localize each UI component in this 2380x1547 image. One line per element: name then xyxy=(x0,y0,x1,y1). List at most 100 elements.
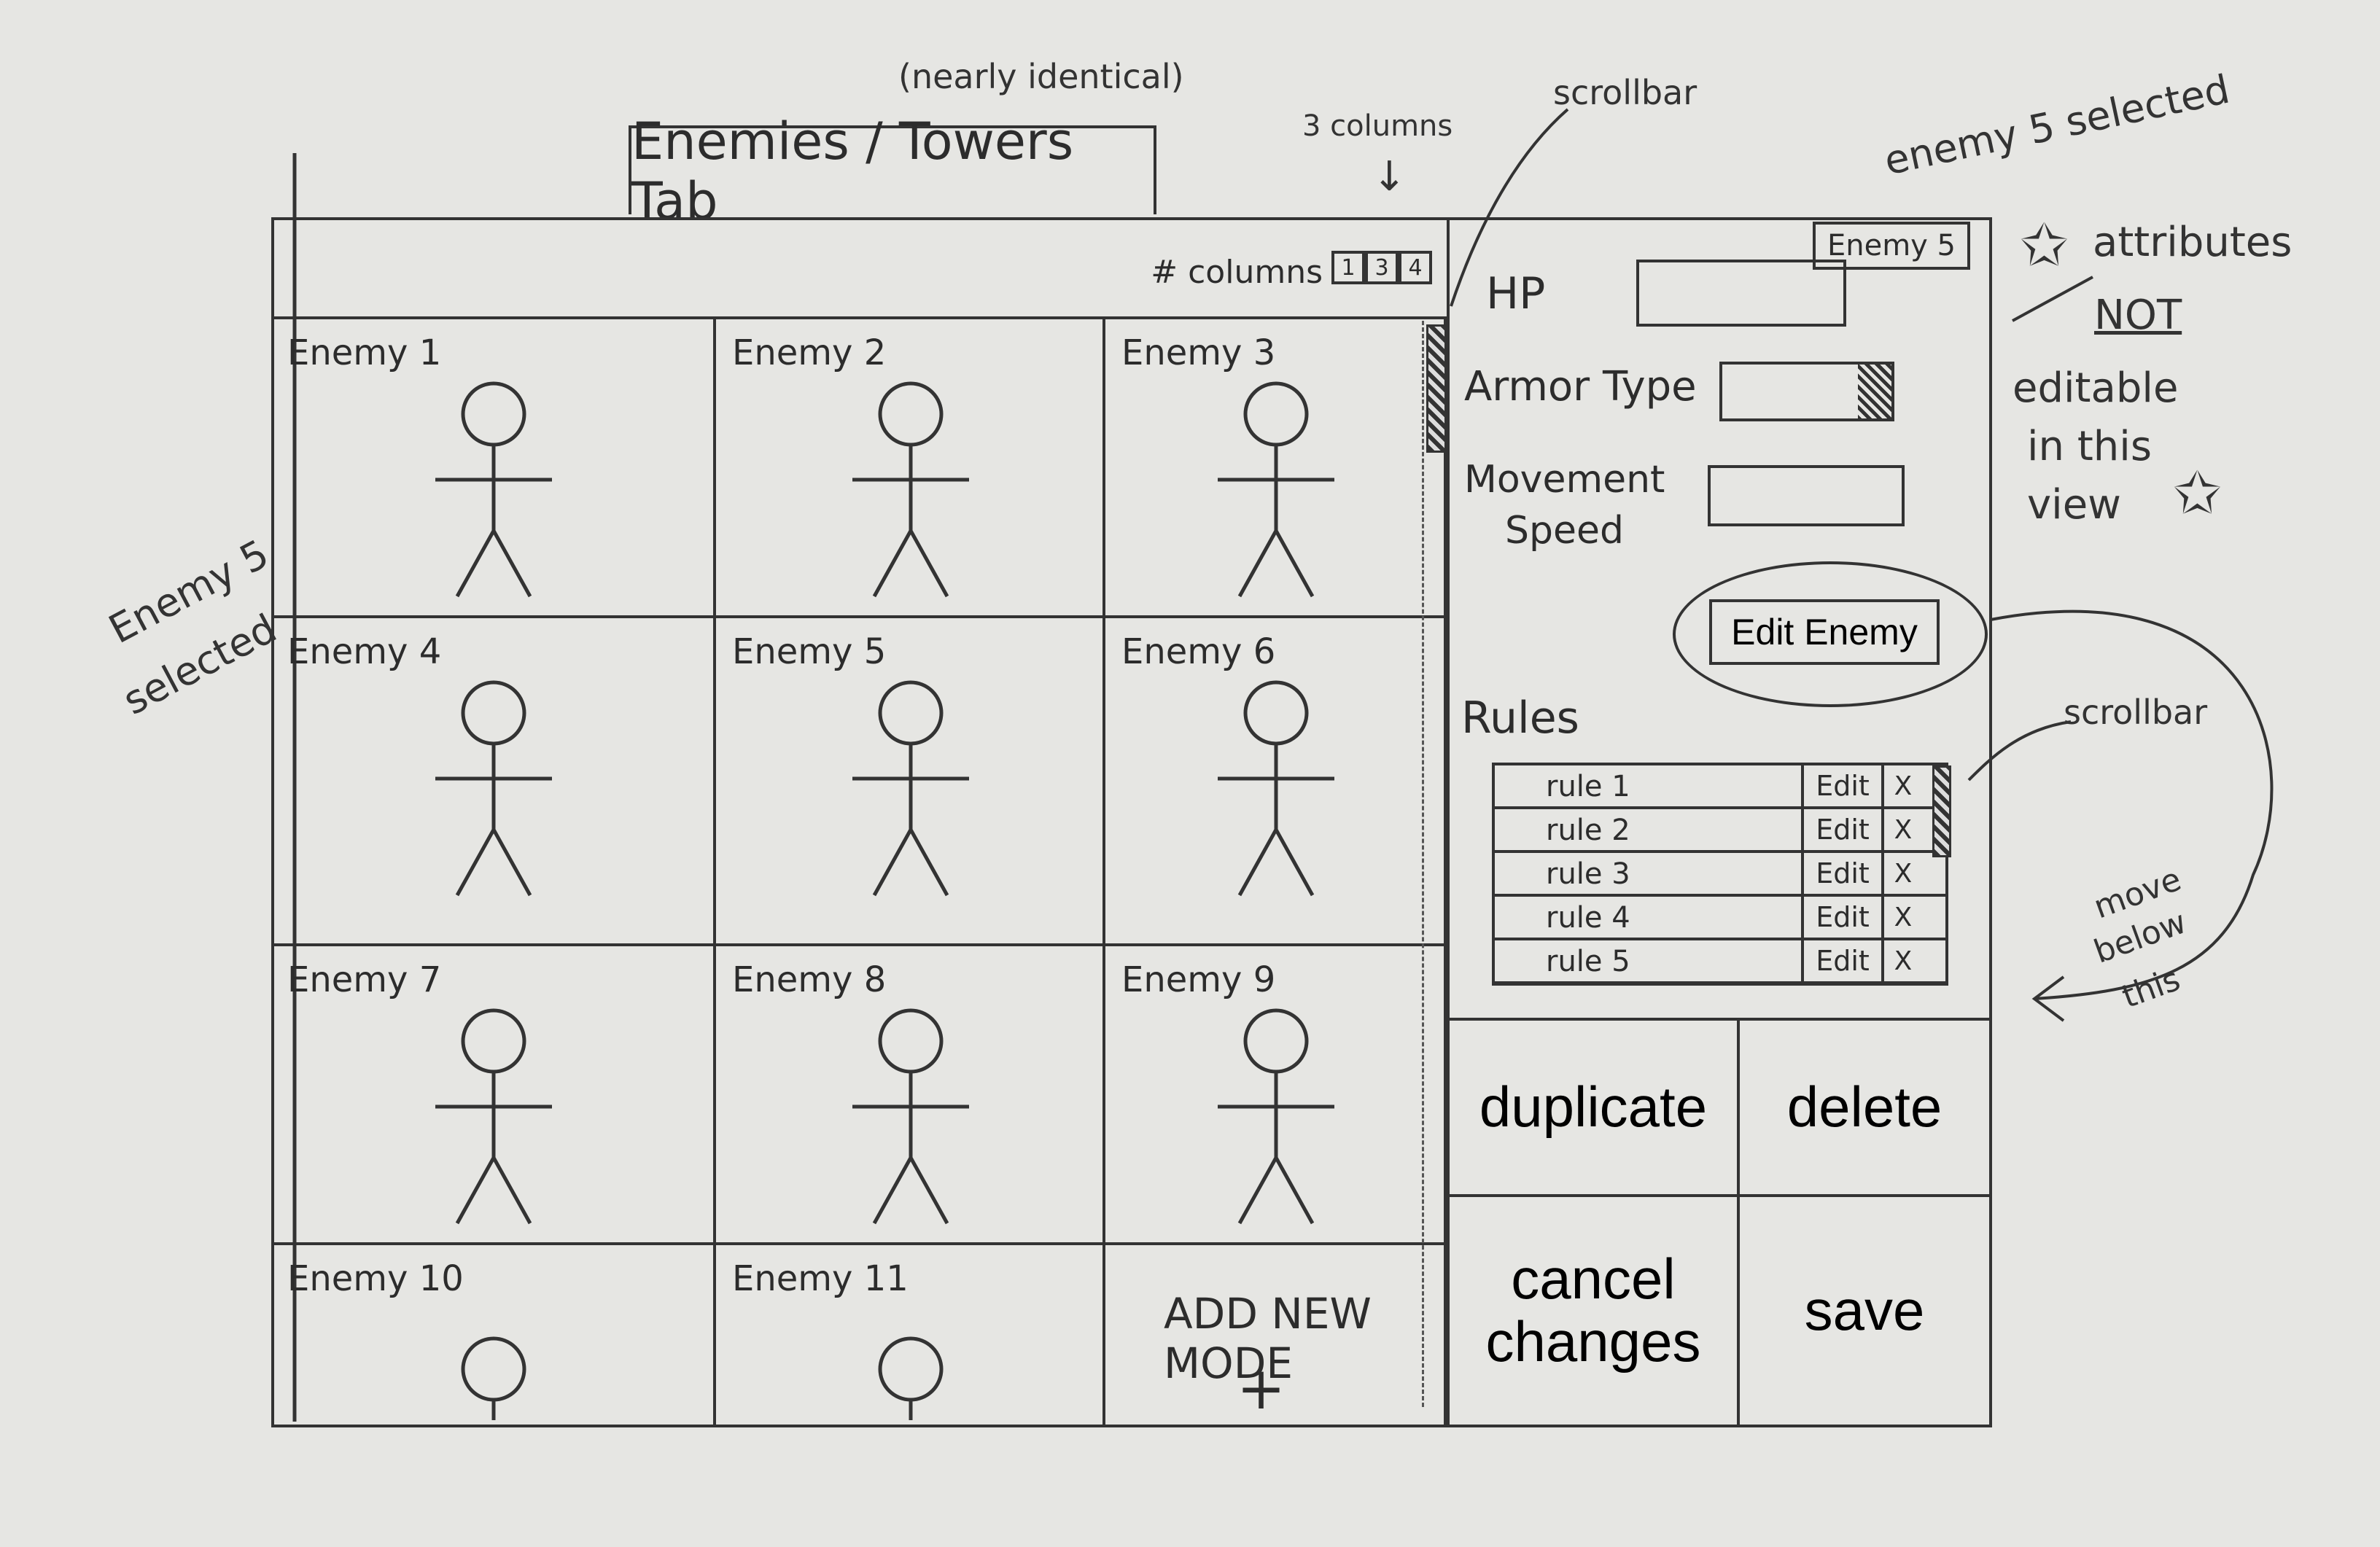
columns-label: # columns xyxy=(1151,254,1323,291)
rule-name: rule 2 xyxy=(1546,814,1630,847)
grid-scrollbar[interactable] xyxy=(1422,321,1446,1407)
enemy-sprite-icon xyxy=(435,680,552,897)
enemy-card-label: Enemy 4 xyxy=(287,631,442,672)
enemy-card-label: Enemy 3 xyxy=(1121,332,1276,373)
edit-enemy-highlight xyxy=(1673,561,1988,707)
enemy-card[interactable]: Enemy 1 xyxy=(271,319,716,618)
enemy-card-label: Enemy 5 xyxy=(732,631,887,672)
cancel-changes-button[interactable]: cancel changes xyxy=(1447,1194,1740,1427)
enemy-sprite-icon xyxy=(878,1336,944,1420)
scrollbar-arrow-curve xyxy=(1450,108,1569,307)
rule-name: rule 4 xyxy=(1546,901,1630,935)
rule-delete-button[interactable]: X xyxy=(1881,853,1922,894)
annotation-not: NOT xyxy=(2094,292,2182,339)
rules-scrollbar-thumb[interactable] xyxy=(1932,765,1951,857)
move-below-arrowhead xyxy=(2031,975,2065,1022)
enemy-card[interactable]: Enemy 10 xyxy=(271,1245,716,1427)
rules-label: Rules xyxy=(1461,693,1579,744)
enemy-card-label: Enemy 6 xyxy=(1121,631,1276,672)
enemy-sprite-icon xyxy=(435,381,552,598)
annotation-editable: editable xyxy=(2012,365,2179,412)
save-button[interactable]: save xyxy=(1737,1194,1992,1427)
enemy-sprite-icon xyxy=(435,1008,552,1225)
enemy-sprite-icon xyxy=(852,381,969,598)
tab-enemies-towers[interactable]: Enemies / Towers Tab xyxy=(629,112,1156,231)
grid-scrollbar-thumb[interactable] xyxy=(1426,324,1447,453)
enemy-sprite-icon xyxy=(852,1008,969,1225)
annotation-star-icon-2: ✩ xyxy=(2173,459,2222,527)
rule-name: rule 5 xyxy=(1546,945,1630,978)
armor-type-dropdown-icon xyxy=(1858,363,1894,420)
enemy-card[interactable]: Enemy 2 xyxy=(716,319,1105,618)
enemy-card[interactable]: Enemy 7 xyxy=(271,946,716,1245)
enemy-sprite-icon xyxy=(1218,1008,1334,1225)
rule-edit-button[interactable]: Edit xyxy=(1801,853,1881,894)
annotation-star-icon: ✩ xyxy=(2020,211,2069,279)
move-below-curve xyxy=(1990,609,2274,1000)
enemy-card-label: Enemy 2 xyxy=(732,332,887,373)
rule-edit-button[interactable]: Edit xyxy=(1801,765,1881,806)
plus-icon: + xyxy=(1237,1355,1286,1422)
enemy-card[interactable]: Enemy 6 xyxy=(1105,618,1447,946)
rule-edit-button[interactable]: Edit xyxy=(1801,897,1881,938)
edit-enemy-button[interactable]: Edit Enemy xyxy=(1709,599,1940,665)
duplicate-button[interactable]: duplicate xyxy=(1447,1018,1740,1197)
enemy-sprite-icon xyxy=(461,1336,526,1420)
selected-enemy-name: Enemy 5 xyxy=(1812,222,1970,270)
enemy-card-label: Enemy 11 xyxy=(732,1258,909,1299)
rule-edit-button[interactable]: Edit xyxy=(1801,940,1881,981)
enemy-card[interactable]: Enemy 5 xyxy=(716,618,1105,946)
armor-type-label: Armor Type xyxy=(1464,363,1697,410)
annotation-three-columns: 3 columns xyxy=(1302,109,1453,143)
annotation-nearly-identical: (nearly identical) xyxy=(898,57,1184,96)
annotation-view: view xyxy=(2027,481,2121,529)
add-new-mode-card[interactable]: ADD NEW MODE+ xyxy=(1105,1245,1447,1427)
enemy-card[interactable]: Enemy 3 xyxy=(1105,319,1447,618)
rule-delete-button[interactable]: X xyxy=(1881,940,1922,981)
hp-label: HP xyxy=(1486,268,1546,319)
rule-name: rule 1 xyxy=(1546,770,1630,803)
annotation-in-this: in this xyxy=(2027,423,2152,470)
enemy-sprite-icon xyxy=(1218,381,1334,598)
rules-scrollbar-arrow xyxy=(1967,720,2072,782)
enemy-sprite-icon xyxy=(852,680,969,897)
movement-speed-field xyxy=(1708,465,1905,526)
annotation-scrollbar-rules: scrollbar xyxy=(2064,693,2208,732)
enemy-details-panel: Enemy 5 HP Armor Type Movement Speed xyxy=(1447,217,1992,1019)
attributes-arrow-line xyxy=(2012,276,2093,322)
enemy-card-label: Enemy 10 xyxy=(287,1258,464,1299)
enemy-sprite-icon xyxy=(1218,680,1334,897)
annotation-scrollbar-top: scrollbar xyxy=(1553,73,1698,112)
enemy-card[interactable]: Enemy 4 xyxy=(271,618,716,946)
enemy-card-label: Enemy 8 xyxy=(732,959,887,1000)
add-new-mode-label: ADD NEW MODE xyxy=(1164,1289,1372,1388)
hp-field xyxy=(1636,260,1846,327)
enemy-card[interactable]: Enemy 8 xyxy=(716,946,1105,1245)
enemy-card-label: Enemy 9 xyxy=(1121,959,1276,1000)
speed-label: Speed xyxy=(1505,509,1625,553)
enemy-card[interactable]: Enemy 9 xyxy=(1105,946,1447,1245)
annotation-arrow-down-icon: ↓ xyxy=(1372,153,1407,200)
enemy-card-label: Enemy 7 xyxy=(287,959,442,1000)
rule-name: rule 3 xyxy=(1546,857,1630,891)
columns-option-4[interactable]: 4 xyxy=(1399,251,1432,284)
grid-toolbar: # columns 1 3 4 xyxy=(271,217,1447,319)
rule-delete-button[interactable]: X xyxy=(1881,809,1922,850)
annotation-attributes: attributes xyxy=(2093,219,2292,266)
rule-delete-button[interactable]: X xyxy=(1881,765,1922,806)
delete-button[interactable]: delete xyxy=(1737,1018,1992,1197)
columns-option-1[interactable]: 1 xyxy=(1331,251,1365,284)
enemy-card-label: Enemy 1 xyxy=(287,332,442,373)
movement-label: Movement xyxy=(1464,458,1665,502)
rule-delete-button[interactable]: X xyxy=(1881,897,1922,938)
enemy-card[interactable]: Enemy 11 xyxy=(716,1245,1105,1427)
columns-option-3[interactable]: 3 xyxy=(1365,251,1399,284)
rule-edit-button[interactable]: Edit xyxy=(1801,809,1881,850)
